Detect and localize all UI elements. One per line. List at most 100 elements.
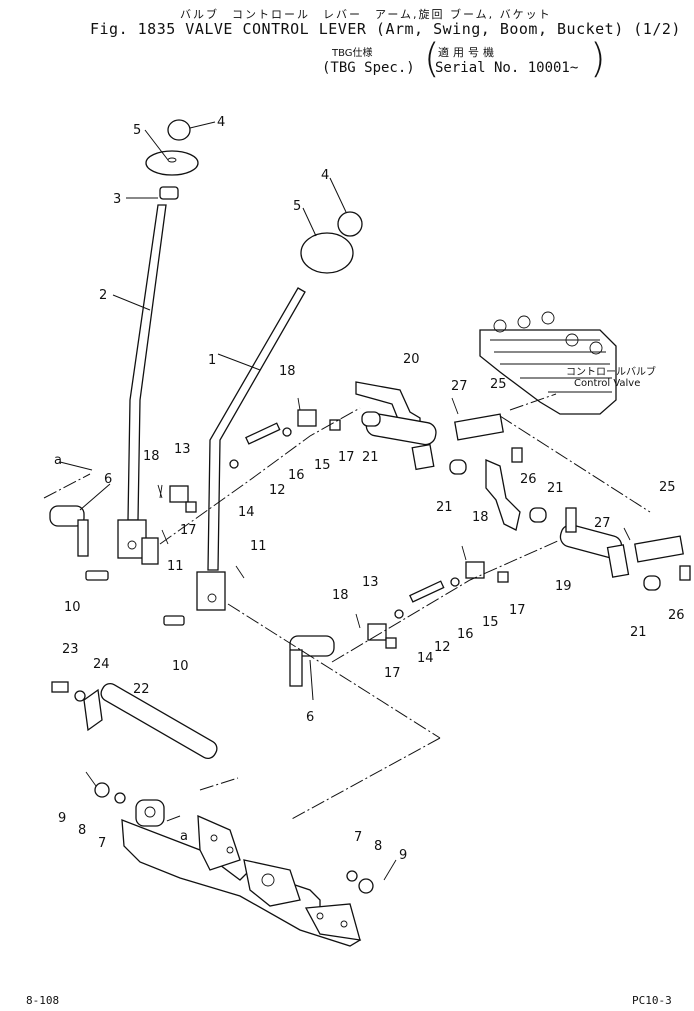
callout-13-lower: 13 <box>362 575 379 590</box>
callout-18-c: 18 <box>472 510 489 525</box>
pivot-part-6-left <box>49 505 89 557</box>
leader-lines <box>43 121 651 823</box>
bolt-part-10-left <box>85 570 109 581</box>
callout-6-left: 6 <box>104 472 112 487</box>
knob-part-4-right <box>337 211 363 237</box>
callout-6-right: 6 <box>306 710 314 725</box>
callout-27-upper: 27 <box>451 379 468 394</box>
bracket-left: ( <box>424 36 440 82</box>
bushing-part-21-d <box>643 575 661 591</box>
cotter-part-18-b <box>297 397 301 411</box>
callout-5-right: 5 <box>293 199 301 214</box>
cotter-part-11-right <box>235 565 245 579</box>
cotter-part-9-left <box>85 771 97 787</box>
cotter-part-18-d <box>355 613 361 629</box>
callout-8-left: 8 <box>78 823 86 838</box>
callout-17-a: 17 <box>180 523 197 538</box>
callout-10-left: 10 <box>64 600 81 615</box>
callout-9-left: 9 <box>58 811 66 826</box>
washer-part-24 <box>74 690 86 702</box>
bolt-part-26-upper <box>511 447 523 463</box>
callout-9-right: 9 <box>399 848 407 863</box>
callout-16-upper: 16 <box>288 468 305 483</box>
boot-part-5-left <box>145 150 199 176</box>
callout-23: 23 <box>62 642 79 657</box>
nut-part-8-right <box>358 878 374 894</box>
nut-part-16-lower <box>450 577 460 587</box>
reference-mark-a-upper: a <box>54 453 62 468</box>
joint-part-15-lower <box>465 561 485 579</box>
figure-title: Fig. 1835 VALVE CONTROL LEVER (Arm, Swin… <box>90 20 681 38</box>
shaft-part-19 <box>559 507 630 578</box>
callout-21-b: 21 <box>436 500 453 515</box>
left-lever-assembly <box>117 119 199 565</box>
nut-part-3 <box>159 186 179 200</box>
nut-part-8-left <box>94 782 110 798</box>
callout-4-right: 4 <box>321 168 329 183</box>
callout-26-lower: 26 <box>668 608 685 623</box>
pin-part-17-b <box>329 419 341 431</box>
cotter-part-11-left <box>161 529 169 545</box>
cotter-part-18-c <box>461 545 467 561</box>
callout-1: 1 <box>208 353 216 368</box>
pin-part-17-a <box>185 501 197 513</box>
nut-part-14-lower <box>394 609 404 619</box>
callout-11-left: 11 <box>167 559 184 574</box>
control-valve-body <box>479 311 617 415</box>
lever-rod-part-2 <box>127 204 167 521</box>
joint-part-15-upper <box>297 409 317 427</box>
tbg-spec-label: (TBG Spec.) <box>322 60 415 76</box>
callout-24: 24 <box>93 657 110 672</box>
tbg-spec-japanese: TBG仕様 <box>332 48 373 59</box>
callout-3: 3 <box>113 192 121 207</box>
bolt-part-23 <box>51 681 69 693</box>
link-bracket <box>485 459 521 531</box>
callout-13-upper: 13 <box>174 442 191 457</box>
callout-12-upper: 12 <box>269 483 286 498</box>
bushing-part-21-c <box>529 507 547 523</box>
callout-18-a: 18 <box>143 449 160 464</box>
cotter-part-9-right <box>383 859 397 881</box>
callout-19: 19 <box>555 579 572 594</box>
shaft-part-22 <box>83 682 218 760</box>
callout-14-lower: 14 <box>417 651 434 666</box>
joint-part-13-upper <box>169 485 189 503</box>
lever-base-left <box>117 519 147 559</box>
clamp-part-25-lower <box>634 535 684 563</box>
callout-12-lower: 12 <box>434 640 451 655</box>
callout-11-right: 11 <box>250 539 267 554</box>
callout-7-left: 7 <box>98 836 106 851</box>
callout-26-upper: 26 <box>520 472 537 487</box>
control-valve-en-label: Control Valve <box>574 378 640 389</box>
knob-part-4-left <box>167 119 191 141</box>
callout-22: 22 <box>133 682 150 697</box>
cotter-part-18-a <box>157 484 163 499</box>
callout-21-a: 21 <box>362 450 379 465</box>
bolt-part-10-right <box>163 615 185 626</box>
japanese-title: バルブ コントロール レバー アーム,旋回 ブーム, バケット <box>180 8 552 21</box>
callout-17-c: 17 <box>384 666 401 681</box>
nut-part-16-upper <box>282 427 292 437</box>
callout-27-lower: 27 <box>594 516 611 531</box>
right-lever-assembly <box>196 211 363 611</box>
pin-part-17-d <box>497 571 509 583</box>
washer-part-7-right <box>346 870 358 882</box>
pin-part-17-c <box>385 637 397 649</box>
callout-17-b: 17 <box>338 450 355 465</box>
callout-18-d: 18 <box>332 588 349 603</box>
callout-18-b: 18 <box>279 364 296 379</box>
serial-number-label: Serial No. 10001~ <box>435 60 579 76</box>
callout-17-d: 17 <box>509 603 526 618</box>
rod-part-12-upper <box>245 422 281 445</box>
clamp-part-25-upper <box>454 413 504 441</box>
pin-part-27-upper <box>451 397 459 415</box>
serial-applicability-japanese: 適用号機 <box>438 46 498 59</box>
bracket-right: ) <box>590 36 606 82</box>
callout-25-upper: 25 <box>490 377 507 392</box>
rod-part-12-lower <box>409 580 445 603</box>
callout-5-left: 5 <box>133 123 141 138</box>
callout-10-right: 10 <box>172 659 189 674</box>
lever-base-right <box>196 571 226 611</box>
washer-part-7-left <box>114 792 126 804</box>
